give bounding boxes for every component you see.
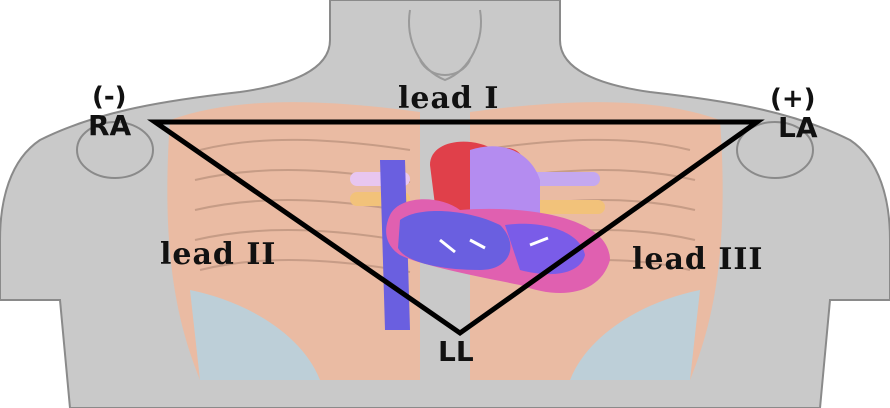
negative-polarity-label: (-) [92,84,127,110]
lead-2-label: lead II [160,240,276,270]
right-arm-electrode-label: RA [88,112,131,140]
positive-polarity-label: (+) [770,86,816,112]
lead-3-label: lead III [632,245,763,275]
left-arm-electrode-label: LA [778,114,818,142]
left-leg-electrode-label: LL [438,338,474,366]
lead-1-label: lead I [398,84,499,114]
